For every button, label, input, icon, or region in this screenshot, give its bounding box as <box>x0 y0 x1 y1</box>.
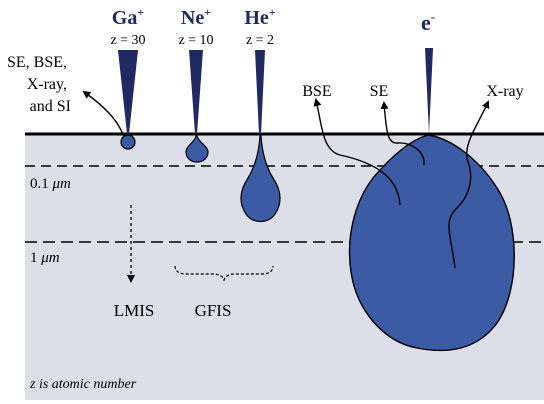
ne-z-label: z = 10 <box>178 33 213 48</box>
he-ion-label: He+ <box>244 5 275 29</box>
se-label: SE <box>370 83 389 100</box>
xray-arrow <box>448 100 490 269</box>
ne-beam <box>189 50 203 134</box>
ga-emission-label: SE, BSE, X-ray, and SI <box>7 54 71 115</box>
ne-interaction-volume <box>185 135 209 163</box>
depth-label-1um: 1 μm <box>30 250 60 266</box>
footnote: z is atomic number <box>29 377 137 392</box>
depth-label-0-1um: 0.1 μm <box>30 176 71 192</box>
ne-ion-label: Ne+ <box>181 5 211 29</box>
se-arrow <box>380 101 425 166</box>
lmis-label: LMIS <box>114 301 155 320</box>
gfis-label: GFIS <box>195 301 232 320</box>
bse-arrow <box>313 98 401 206</box>
ga-interaction-volume <box>120 134 136 150</box>
xray-label: X-ray <box>486 83 523 100</box>
he-z-label: z = 2 <box>246 33 274 48</box>
bse-label: BSE <box>302 83 331 100</box>
electron-label: e- <box>421 9 435 35</box>
electron-beam <box>425 48 433 134</box>
ga-emission-arrow <box>82 90 125 138</box>
ga-beam <box>118 50 138 134</box>
he-interaction-volume <box>240 135 281 223</box>
gfis-brace <box>174 265 274 282</box>
ga-z-label: z = 30 <box>110 33 145 48</box>
electron-interaction-volume <box>348 134 515 352</box>
he-beam <box>255 50 265 134</box>
ga-ion-label: Ga+ <box>112 5 145 29</box>
